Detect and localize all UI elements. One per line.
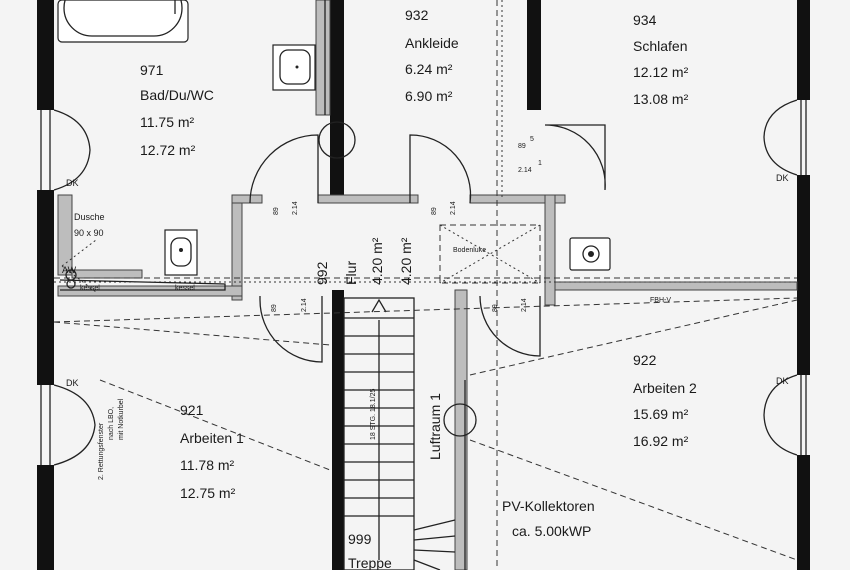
room-area: 15.69 m² xyxy=(633,406,689,422)
room-bad: 971 Bad/Du/WC 11.75 m² 12.72 m² xyxy=(140,62,214,158)
svg-text:1: 1 xyxy=(538,160,542,167)
svg-text:5: 5 xyxy=(530,136,534,143)
door-bad xyxy=(249,134,319,204)
wall-corridor-bottom xyxy=(57,285,243,297)
wall-corridor-west xyxy=(231,194,243,301)
svg-text:89: 89 xyxy=(271,304,278,312)
bathtub xyxy=(57,0,189,43)
wall-right xyxy=(797,0,810,570)
wall-bad-ankleide xyxy=(330,0,344,200)
room-arbeiten1: 921 Arbeiten 1 11.78 m² 12.75 m² xyxy=(180,402,244,501)
svg-text:2.14: 2.14 xyxy=(292,201,299,215)
window-type-label: DK xyxy=(66,378,79,388)
pv-label: PV-Kollektoren xyxy=(502,498,595,514)
room-number: 922 xyxy=(633,352,657,368)
bodenluke-label: Bodenluke xyxy=(453,247,486,254)
window-right-top xyxy=(797,100,810,175)
svg-text:2.14: 2.14 xyxy=(521,298,528,312)
svg-text:89: 89 xyxy=(431,207,438,215)
room-area: 12.75 m² xyxy=(180,485,236,501)
pipe-label: kessel xyxy=(80,285,100,292)
room-arbeiten2: 922 Arbeiten 2 15.69 m² 16.92 m² xyxy=(633,352,697,449)
shower-label: Dusche xyxy=(74,212,105,222)
treppe-name: Treppe xyxy=(348,555,392,570)
wall-ankleide-schlafen xyxy=(527,0,541,110)
svg-text:89: 89 xyxy=(273,207,280,215)
room-area: 12.12 m² xyxy=(633,64,689,80)
rettung-label: nach LBO, xyxy=(108,407,115,440)
room-area: 16.92 m² xyxy=(633,433,689,449)
room-number: 932 xyxy=(405,7,429,23)
room-area: 6.90 m² xyxy=(405,88,453,104)
svg-text:89: 89 xyxy=(518,143,526,150)
rettung-label: mit Notkurbel xyxy=(118,398,125,440)
window-type-label: DK xyxy=(66,178,79,188)
room-area: 12.72 m² xyxy=(140,142,196,158)
pipe-label: kessel xyxy=(175,285,195,292)
svg-text:89: 89 xyxy=(492,304,499,312)
door-dimension: 89 2.14 xyxy=(271,298,308,312)
bodenluke-box xyxy=(439,224,541,284)
window-right-bottom xyxy=(797,375,810,455)
room-area: 11.75 m² xyxy=(140,114,195,130)
wall-stair-right xyxy=(454,289,468,570)
shower-size: 90 x 90 xyxy=(74,228,104,238)
door-arbeiten2 xyxy=(479,295,541,357)
door-dimension: 89 2.14 xyxy=(431,201,457,215)
room-area: 11.78 m² xyxy=(180,457,235,473)
wall-stair-left xyxy=(332,290,344,570)
svg-text:2.14: 2.14 xyxy=(301,298,308,312)
window-type-label: DK xyxy=(776,173,789,183)
wall-left xyxy=(37,0,54,570)
room-area: 6.24 m² xyxy=(405,61,453,77)
flur-area: 4.20 m² xyxy=(369,237,385,285)
room-name: Arbeiten 1 xyxy=(180,430,244,446)
room-number: 921 xyxy=(180,402,204,418)
door-dimension: 89 2.14 xyxy=(492,298,528,312)
flur-name: Flur xyxy=(343,261,359,285)
rettung-label: 2. Rettungsfenster xyxy=(98,422,105,480)
room-ankleide: 932 Ankleide 6.24 m² 6.90 m² xyxy=(405,7,459,104)
toilet xyxy=(164,229,198,276)
svg-text:2.14: 2.14 xyxy=(450,201,457,215)
room-area: 13.08 m² xyxy=(633,91,689,107)
room-name: Bad/Du/WC xyxy=(140,87,214,103)
stair-treads xyxy=(343,297,456,570)
wall-corridor-top2 xyxy=(317,194,419,204)
wall-corridor-east xyxy=(544,194,556,306)
door-schlafen xyxy=(544,124,606,191)
room-name: Schlafen xyxy=(633,38,687,54)
wall-bath-shower2 xyxy=(71,269,143,279)
treppe-number: 999 xyxy=(348,531,372,547)
column-marker-top xyxy=(318,121,356,159)
column-marker-luftraum xyxy=(443,403,477,437)
room-schlafen: 934 Schlafen 12.12 m² 13.08 m² xyxy=(633,12,689,107)
door-arbeiten1 xyxy=(259,296,323,363)
svg-text:2.14: 2.14 xyxy=(518,167,532,174)
window-left-top xyxy=(37,110,54,190)
aw-label: AW xyxy=(62,265,77,275)
wall-corridor-top xyxy=(231,194,263,204)
washbasin xyxy=(272,44,316,91)
flur-number: 992 xyxy=(314,261,330,285)
room-name: Ankleide xyxy=(405,35,459,51)
wall-bath-shower xyxy=(57,194,73,276)
door-dimension: 89 2.14 xyxy=(273,201,299,215)
fbh-label: FBH-V xyxy=(650,297,671,304)
wall-corridor-bottom2 xyxy=(554,281,798,291)
room-name: Arbeiten 2 xyxy=(633,380,697,396)
pv-power: ca. 5.00kWP xyxy=(512,523,591,539)
window-type-label: DK xyxy=(776,376,789,386)
door-ankleide xyxy=(409,134,472,204)
wall-bath-plumbing xyxy=(315,0,331,116)
luftraum-label: Luftraum 1 xyxy=(427,393,443,460)
door-dimension: 89 2.14 5 1 xyxy=(518,136,542,174)
room-number: 971 xyxy=(140,62,164,78)
flur-area: 4.20 m² xyxy=(398,237,414,285)
window-left-bottom xyxy=(37,385,54,465)
stair-label: 18 STG. 18.1/25 xyxy=(370,389,377,440)
room-number: 934 xyxy=(633,12,657,28)
